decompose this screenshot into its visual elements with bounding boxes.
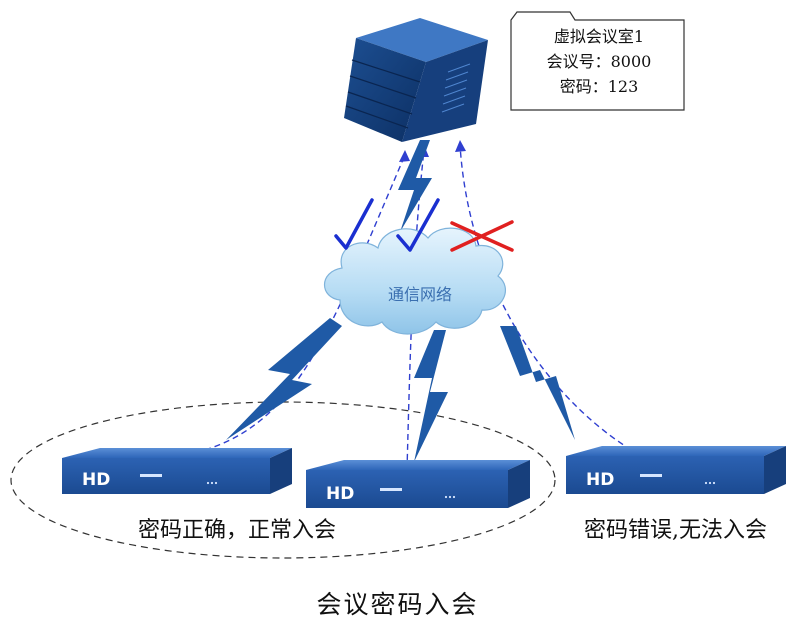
hd-label: HD [586, 470, 614, 490]
meeting-password: 密码：123 [559, 77, 639, 96]
cloud-label: 通信网络 [388, 285, 452, 304]
server-tower-icon [344, 18, 488, 142]
hd-terminal-right: HD [566, 446, 786, 494]
cross-icon [450, 220, 514, 252]
lightning-bolt-icon [398, 140, 432, 232]
meeting-number: 会议号：8000 [546, 52, 652, 71]
arrowhead-right [455, 140, 466, 152]
hd-label: HD [326, 484, 354, 504]
lightning-bolt-icon [500, 326, 575, 440]
hd-label: HD [82, 470, 110, 490]
meeting-info-box [510, 11, 685, 111]
correct-password-label: 密码正确，正常入会 [138, 518, 337, 543]
figure-caption: 会议密码入会 [316, 590, 479, 619]
hd-terminal-middle: HD [306, 460, 530, 508]
checkmark-icon [396, 198, 440, 252]
meeting-room-name: 虚拟会议室1 [553, 27, 645, 46]
wrong-password-label: 密码错误,无法入会 [584, 518, 767, 543]
link-right [459, 144, 641, 456]
lightning-bolt-icon [226, 318, 342, 440]
arrowheads [399, 140, 466, 162]
network-cloud [324, 227, 507, 335]
lightning-bolts [226, 140, 575, 462]
arrowhead-left [399, 150, 410, 162]
meeting-info-text: 虚拟会议室1 会议号：8000 密码：123 [514, 24, 684, 108]
checkmark-icon [334, 198, 374, 250]
lightning-bolt-icon [414, 330, 448, 462]
hd-terminal-left: HD [62, 448, 292, 494]
